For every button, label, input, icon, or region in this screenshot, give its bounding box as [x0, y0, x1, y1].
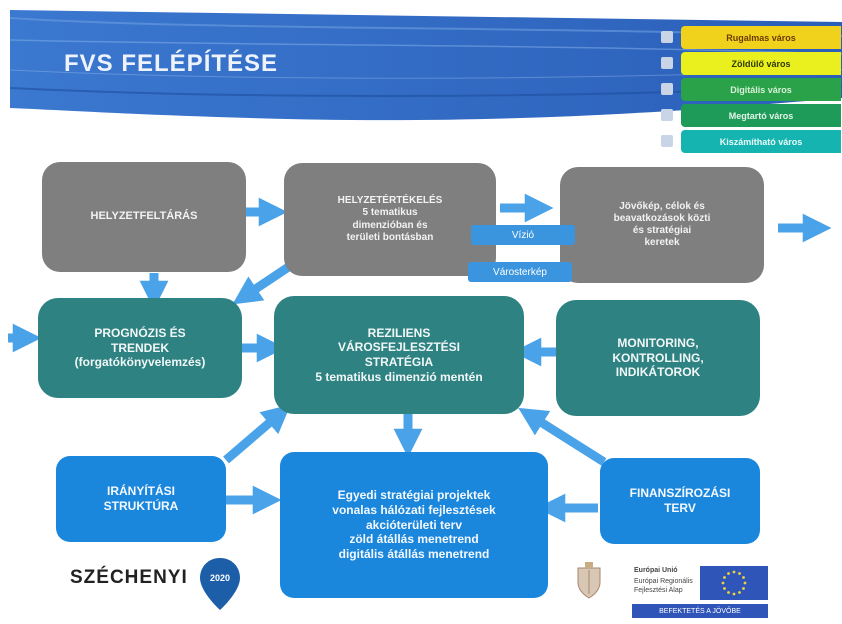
theme-tag-rugalmas: Rugalmas város [681, 26, 841, 49]
theme-tag-icon-5 [661, 135, 673, 147]
egyedi-projektek-box: Egyedi stratégiai projektek vonalas háló… [280, 452, 548, 598]
monitoring-box: MONITORING, KONTROLLING, INDIKÁTOROK [556, 300, 760, 416]
eu-line1: Európai Unió [634, 567, 678, 574]
vizio-pill: Vízió [471, 225, 575, 245]
theme-tag-icon-4 [661, 109, 673, 121]
theme-tag-icon-1 [661, 31, 673, 43]
helyzetertekeles-box: HELYZETÉRTÉKELÉS 5 tematikus dimenzióban… [284, 163, 496, 276]
eu-flag-icon [700, 566, 768, 600]
eu-invest-bar: BEFEKTETÉS A JÖVŐBE [632, 604, 768, 618]
page-title: FVS FELÉPÍTÉSE [64, 50, 279, 77]
arrow-iranyitasi-to-strategia [223, 404, 291, 464]
theme-tag-icon-3 [661, 83, 673, 95]
szechenyi-2020-text: 2020 [210, 573, 230, 583]
strategia-box: REZILIENS VÁROSFEJLESZTÉSI STRATÉGIA 5 t… [274, 296, 524, 414]
theme-tag-kiszamithato: Kiszámítható város [681, 130, 841, 153]
hungary-coat-of-arms-icon [577, 562, 601, 599]
eu-line3: Fejlesztési Alap [634, 587, 683, 594]
helyzetfeltaras-box: HELYZETFELTÁRÁS [42, 162, 246, 272]
theme-tag-list: Rugalmas város Zöldülő város Digitális v… [655, 26, 842, 166]
jovokep-box: Jövőkép, célok és beavatkozások közti és… [560, 167, 764, 283]
theme-tag-megtarto: Megtartó város [681, 104, 841, 127]
iranyitasi-box: IRÁNYÍTÁSI STRUKTÚRA [56, 456, 226, 542]
szechenyi-logo-text: SZÉCHENYI [70, 567, 188, 588]
arrow-finansz-to-strategia [518, 407, 607, 466]
prognozis-box: PROGNÓZIS ÉS TRENDEK (forgatókönyvelemzé… [38, 298, 242, 398]
theme-tag-icon-2 [661, 57, 673, 69]
finanszirozasi-box: FINANSZÍROZÁSI TERV [600, 458, 760, 544]
theme-tag-digitalis: Digitális város [681, 78, 841, 101]
theme-tag-zoldulo: Zöldülő város [681, 52, 841, 75]
eu-line2: Európai Regionális [634, 578, 693, 585]
varosterkep-pill: Városterkép [468, 262, 572, 282]
szechenyi-pin-icon: 2020 [200, 558, 240, 610]
